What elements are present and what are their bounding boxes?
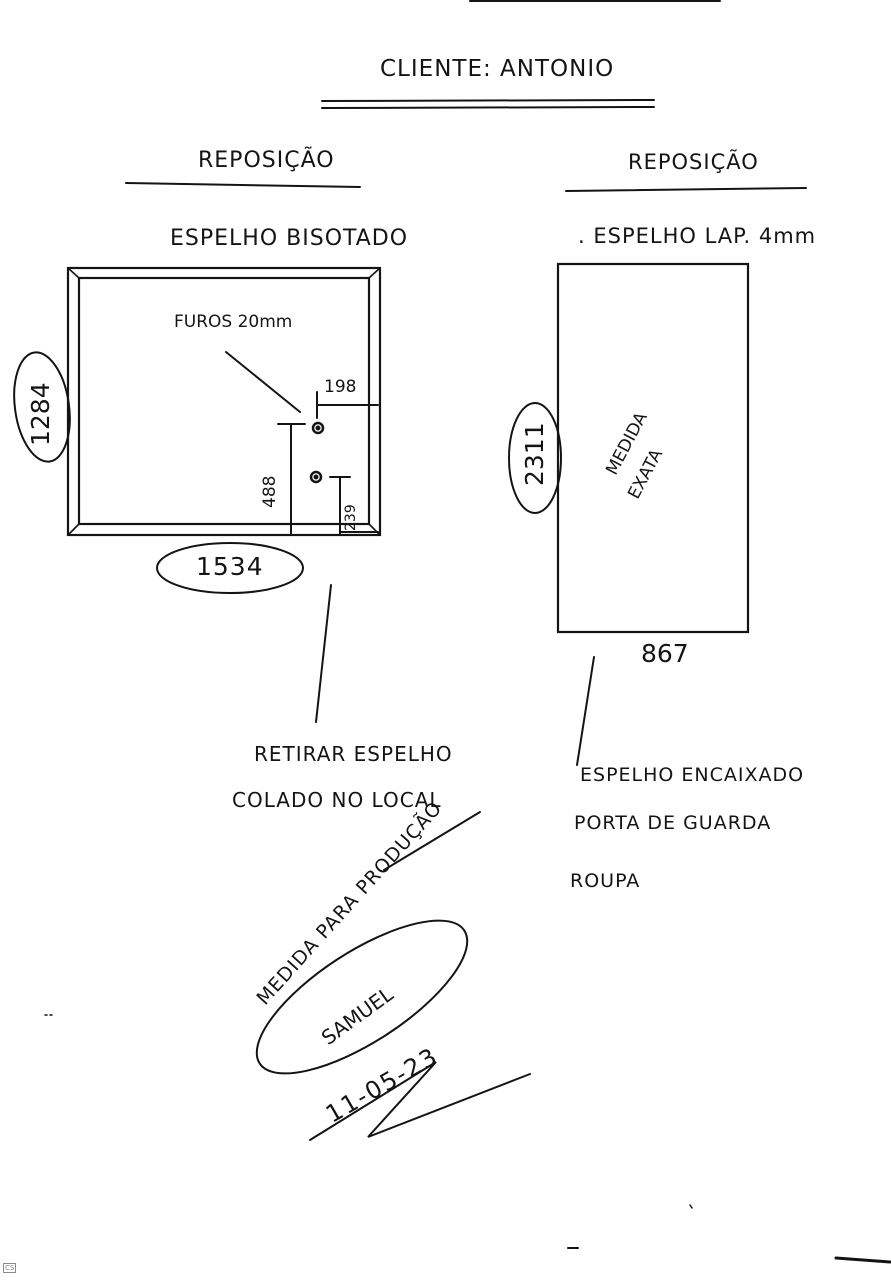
signature-flourish (309, 1061, 531, 1141)
right-item-label: . ESPELHO LAP. 4mm (578, 224, 817, 248)
left-note-line1: RETIRAR ESPELHO (254, 742, 453, 766)
right-note-line2: PORTA DE GUARDA (574, 812, 772, 834)
left-heading-underline (125, 182, 361, 188)
right-mirror (556, 262, 750, 634)
signature-ellipse (255, 919, 469, 1075)
left-height-value: 1284 (26, 382, 55, 446)
right-note-pointer (576, 656, 595, 766)
title-underline-2 (321, 106, 655, 109)
dim-hole-y-lower: 239 (343, 504, 359, 531)
left-mirror-outer (66, 266, 382, 537)
dim-hole-y-upper: 488 (260, 475, 280, 508)
left-mirror-inner (77, 276, 371, 526)
right-width-value: 867 (641, 639, 689, 668)
left-note-pointer (315, 584, 332, 723)
right-heading: REPOSIÇÃO (628, 150, 759, 174)
left-heading: REPOSIÇÃO (198, 148, 335, 173)
holes-label: FUROS 20mm (174, 312, 293, 332)
right-note-line1: ESPELHO ENCAIXADO (580, 764, 805, 786)
scanner-watermark: CS (3, 1263, 18, 1273)
right-height-ellipse (508, 402, 562, 514)
left-height-ellipse (13, 351, 71, 463)
client-title: CLIENTE: ANTONIO (380, 56, 615, 82)
dim-hole-x: 198 (324, 377, 357, 397)
left-width-ellipse (156, 542, 304, 594)
left-note-line2: COLADO NO LOCAL (232, 788, 442, 812)
title-underline-1 (321, 99, 655, 102)
left-width-value: 1534 (196, 552, 264, 581)
right-heading-underline (565, 187, 807, 192)
right-height-value: 2311 (520, 422, 549, 486)
scanner-logo-icon: CS (3, 1263, 17, 1273)
right-note-line3: ROUPA (570, 870, 641, 892)
holes-pointer (225, 351, 301, 413)
left-item-label: ESPELHO BISOTADO (170, 226, 409, 251)
